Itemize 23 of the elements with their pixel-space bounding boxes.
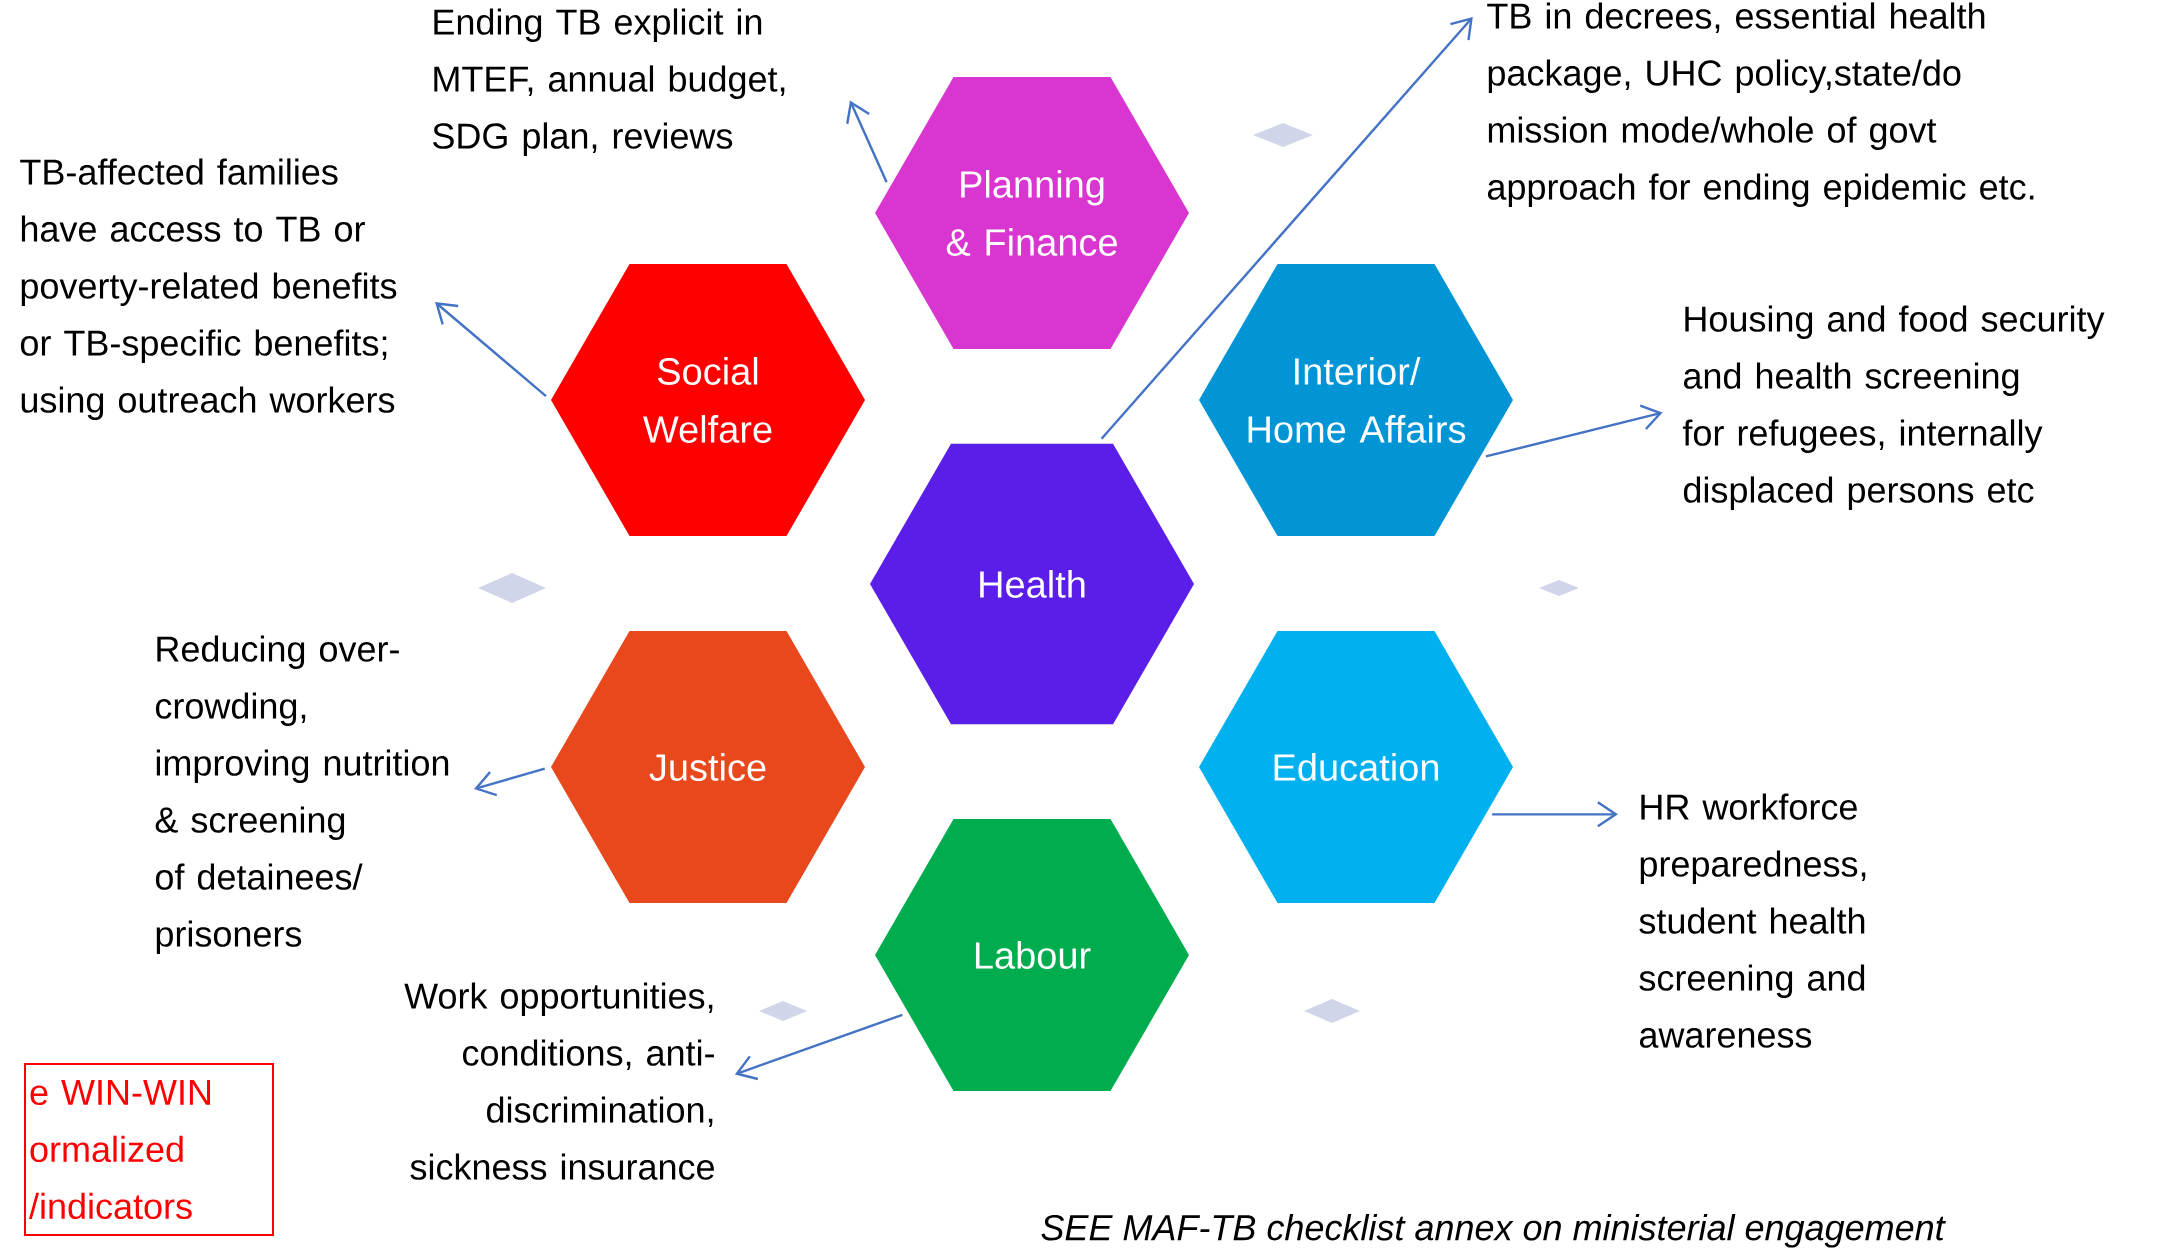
arrow <box>1485 404 1663 458</box>
arrow <box>846 100 888 183</box>
annotation-text: TB in decrees, essential health package, UHC policy,state/do mission mode/whole of govt approach for ending epidemic etc. <box>1487 2 2034 207</box>
note-box: e WIN-WIN ormalized /indicators <box>24 1063 274 1237</box>
hexagon: Planning & Finance <box>875 77 1189 349</box>
arrow <box>435 302 547 398</box>
annotation-text: Reducing over-crowding, improving nutrition & screening of detainees/ prisoners <box>155 635 449 954</box>
annotation-text: TB-affected families have access to TB or poverty-related benefits or TB-specific benefits; using outreach workers <box>20 158 397 420</box>
annotation-text: Ending TB explicit in MTEF, annual budget, SDG plan, reviews <box>433 8 785 156</box>
arrow <box>474 767 546 797</box>
annotation-text: Work opportunities, conditions, anti-discrimination, sickness insurance <box>404 982 714 1180</box>
arrow <box>1492 801 1618 828</box>
hexagon: Justice <box>551 631 865 903</box>
hexagon: Education <box>1199 631 1513 903</box>
hexagon: Health <box>870 443 1194 725</box>
arrow <box>734 1013 903 1081</box>
caption: SEE MAF-TB checklist annex on ministerial engagement <box>1041 1214 1946 1248</box>
arrow <box>1100 17 1473 440</box>
hexagon: Interior/ Home Affairs <box>1199 264 1513 536</box>
hexagon: Social Welfare <box>551 264 865 536</box>
annotation-text: Housing and food security and health screening for refugees, internally displaced persons etc <box>1682 305 2105 510</box>
hexagon: Labour <box>875 819 1189 1091</box>
annotation-text: HR workforce preparedness, student health screening and awareness <box>1639 793 1866 1048</box>
